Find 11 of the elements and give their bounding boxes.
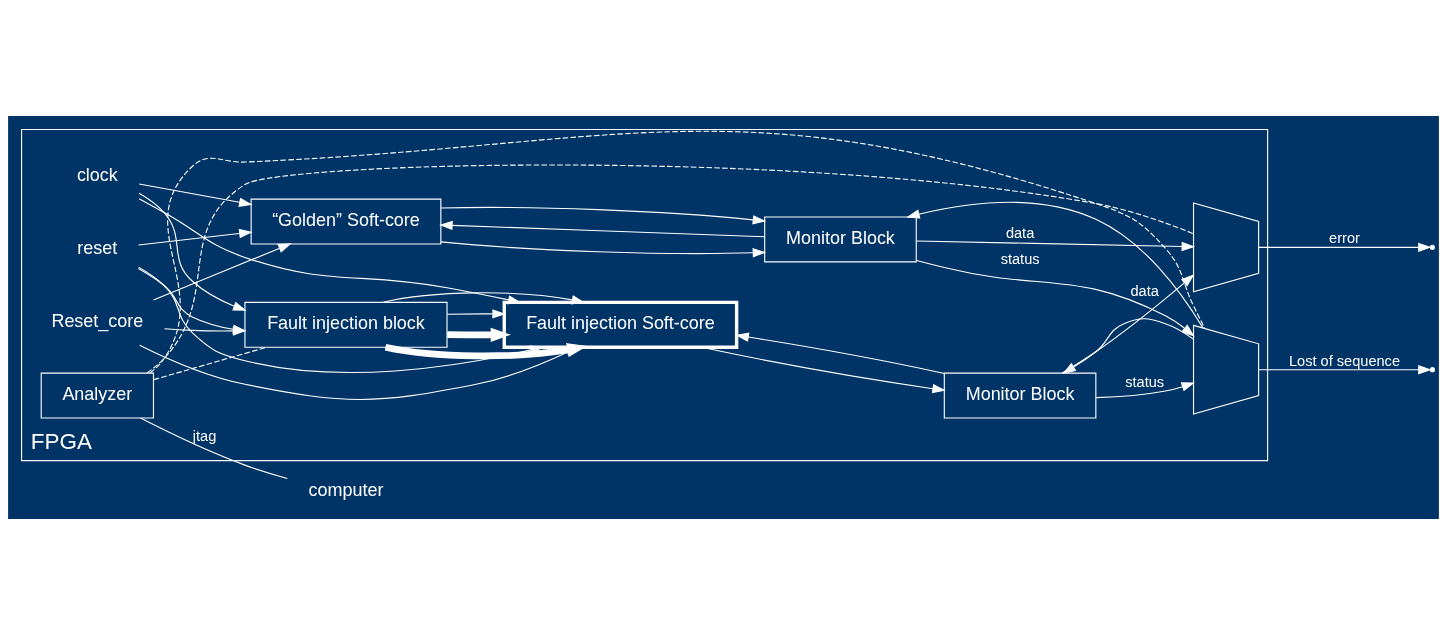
node-text: Reset_core bbox=[51, 310, 144, 331]
edge-label: jtag bbox=[192, 427, 217, 444]
edge-label: status bbox=[1000, 250, 1040, 266]
edge-label: status bbox=[1125, 373, 1165, 390]
node-text: reset bbox=[77, 237, 118, 258]
edge-label: error bbox=[1329, 229, 1360, 246]
edge-label: Lost of sequence bbox=[1288, 352, 1401, 369]
edge-label: data bbox=[1005, 224, 1035, 241]
node-text: clock bbox=[76, 164, 118, 185]
node-text: computer bbox=[308, 479, 384, 500]
edge-label: data bbox=[1130, 282, 1159, 299]
